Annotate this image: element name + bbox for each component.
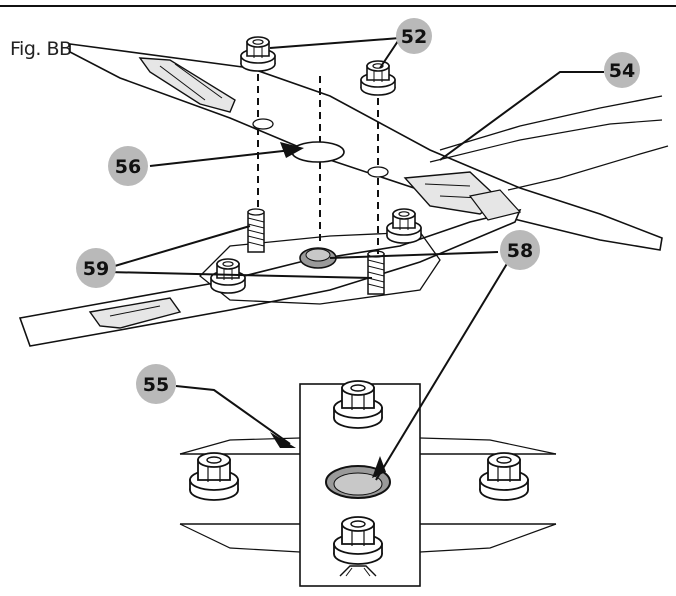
inset-nut-right [479,452,529,501]
callout-54: 54 [604,52,640,88]
callout-59-label: 59 [83,258,109,280]
alignment-lines [257,74,379,254]
callout-54-label: 54 [609,60,635,82]
callout-59: 59 [76,248,116,288]
callout-56-label: 56 [115,156,141,178]
figure-label: Fig. BB [10,38,72,60]
callout-56: 56 [108,146,148,186]
callout-52-label: 52 [401,26,427,48]
center-washer-upper [299,247,337,269]
callout-52: 52 [396,18,432,54]
callout-55-label: 55 [143,374,169,396]
arrow-55 [270,432,296,448]
flange-nut-right [360,60,396,96]
stud-left [247,208,265,253]
inset-nut-top [333,380,383,429]
leader-lines [107,37,604,481]
callout-58: 58 [500,230,540,270]
flange-nut-left [240,36,276,72]
inset-nut-left [189,452,239,501]
arrow-58 [372,456,386,478]
inset-detail [179,380,557,587]
callout-55: 55 [136,364,176,404]
adapter-nut-left [210,258,246,294]
adapter-nut-right [386,208,422,244]
inset-nut-bottom [333,516,383,565]
callout-58-label: 58 [507,240,533,262]
arrow-56 [280,142,304,158]
